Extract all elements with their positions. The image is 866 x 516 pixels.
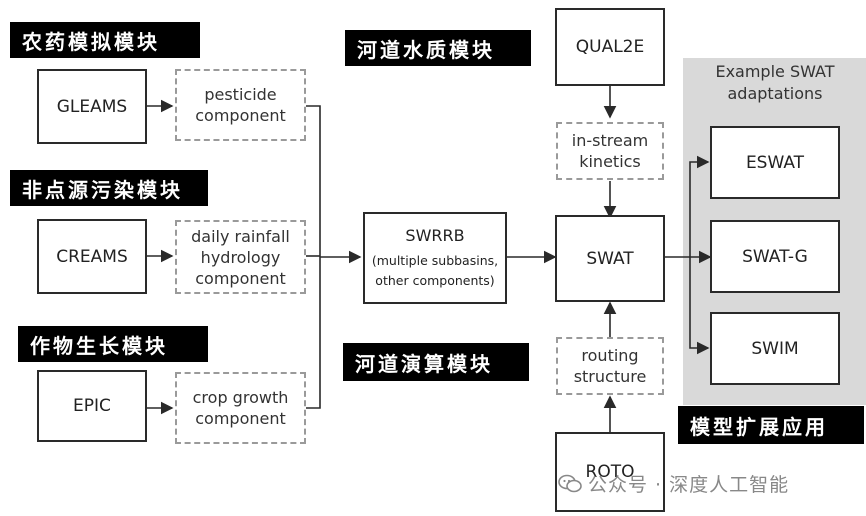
tag-nonpoint-module: 非点源污染模块 [10,170,208,206]
tag-river-quality-module: 河道水质模块 [345,30,531,66]
adaptation-swim-box: SWIM [710,312,840,385]
swrrb-title: SWRRB [405,225,465,245]
roto-box: ROTO [555,432,665,512]
creams-box: CREAMS [37,219,147,294]
tag-crop-module: 作物生长模块 [18,326,208,362]
rainfall-hydrology-component-box: daily rainfall hydrology component [175,220,306,294]
routing-structure-box: routing structure [556,337,664,395]
wechat-icon [558,474,582,493]
swat-box: SWAT [555,215,665,302]
tag-river-routing-module: 河道演算模块 [343,343,529,381]
swrrb-box: SWRRB (multiple subbasins, other compone… [363,212,507,304]
epic-box: EPIC [37,370,147,442]
tag-pesticide-module: 农药模拟模块 [10,22,200,58]
qual2e-box: QUAL2E [555,8,665,86]
watermark: 公众号 · 深度人工智能 [558,468,858,498]
gleams-box: GLEAMS [37,69,147,144]
adaptation-eswat-box: ESWAT [710,126,840,199]
crop-growth-component-box: crop growth component [175,372,306,444]
instream-kinetics-box: in-stream kinetics [556,122,664,180]
tag-model-expansion: 模型扩展应用 [678,406,864,444]
adaptation-swat-g-box: SWAT-G [710,220,840,293]
watermark-text: 公众号 · 深度人工智能 [588,473,790,496]
swrrb-subtitle: (multiple subbasins, other components) [371,252,499,288]
adaptations-title: Example SWAT adaptations [715,62,835,103]
pesticide-component-box: pesticide component [175,69,306,141]
